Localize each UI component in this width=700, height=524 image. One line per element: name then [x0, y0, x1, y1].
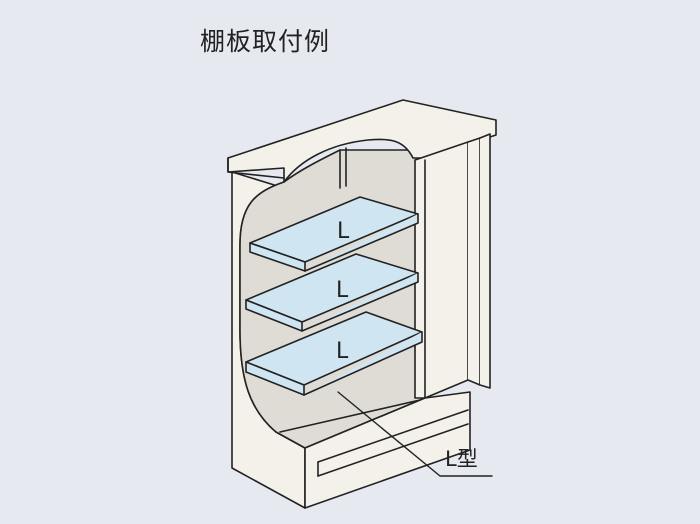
shelf-label-bottom: L — [336, 339, 349, 364]
cabinet-top-board — [227, 99, 497, 183]
cabinet-right-post — [414, 141, 469, 399]
diagram-title: 棚板取付例 — [200, 27, 331, 56]
callout-leader-line — [337, 391, 493, 477]
cabinet-bottom-plinth — [304, 391, 471, 509]
shelf-label-top: L — [337, 219, 350, 244]
shelf-middle — [245, 253, 419, 332]
shelf-bottom — [245, 311, 423, 396]
shelf-top — [249, 196, 419, 272]
shelf-label-middle: L — [336, 278, 349, 303]
callout-label: L型 — [445, 447, 478, 471]
